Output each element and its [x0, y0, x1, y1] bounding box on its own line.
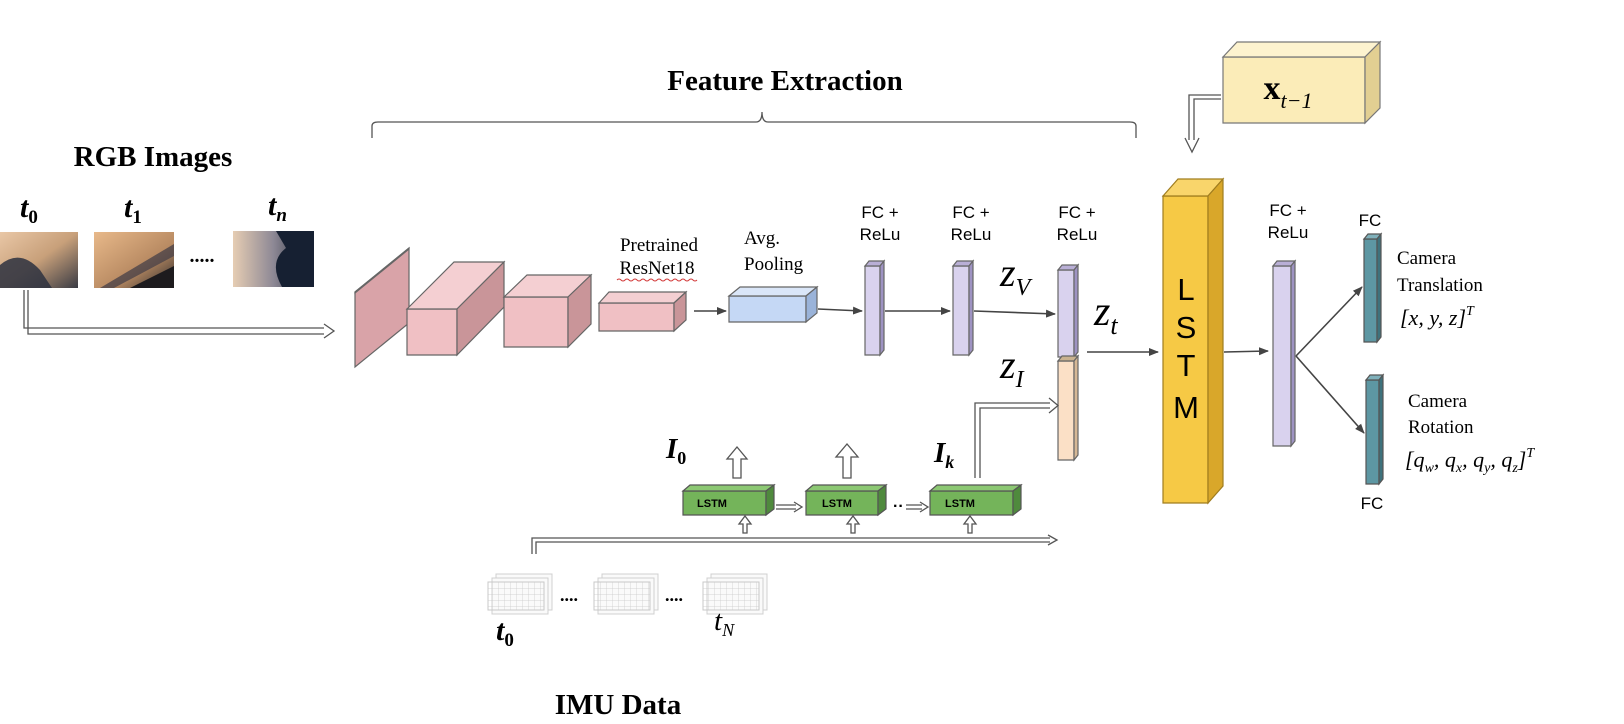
fc1-label-line2: ReLu	[860, 225, 901, 244]
resnet-block	[597, 290, 688, 333]
fc-layer-4	[1271, 259, 1297, 448]
rotation-vector: [qw, qx, qy, qz]T	[1405, 446, 1535, 476]
avg-pooling-block	[727, 285, 819, 324]
tn-subscript: n	[276, 205, 287, 226]
I0-symbol: I0	[665, 433, 686, 468]
rgb-image-frame-0	[0, 232, 78, 288]
fc-layer-3	[1056, 263, 1080, 359]
imu-t0-label: t0	[496, 614, 514, 651]
fc4-label-line1: FC +	[1269, 201, 1306, 220]
pool-label-line2: Pooling	[744, 254, 804, 275]
imu-lstm-link-0	[776, 501, 804, 513]
feature-extraction-brace	[371, 111, 1137, 138]
rotation-label-line2: Rotation	[1408, 417, 1474, 438]
pool-to-fc1-arrow	[817, 306, 863, 315]
t0-subscript: 0	[28, 207, 38, 228]
translation-label-line2: Translation	[1397, 275, 1483, 296]
t1-label: t	[124, 191, 134, 224]
imu-data-grid-0	[487, 573, 553, 615]
translation-vector: [x, y, z]T	[1400, 304, 1475, 330]
fc2-to-fc3-arrow	[973, 309, 1056, 318]
resnet-label-line1: Pretrained	[620, 235, 699, 256]
lstm-to-fc-arrow	[1223, 347, 1269, 356]
imu-lstm-label-k: LSTM	[945, 498, 975, 510]
imu-input-arrow-k	[962, 514, 978, 534]
previous-state-symbol: xt−1	[1264, 70, 1313, 113]
main-lstm-letter-l: L	[1177, 272, 1194, 307]
state-to-lstm-arrow	[1184, 94, 1221, 154]
main-lstm-letter-s: S	[1176, 310, 1197, 345]
imu-input-line	[531, 534, 1059, 554]
fc2-label-line1: FC +	[952, 203, 989, 222]
zt-symbol: zt	[1093, 289, 1118, 340]
rotation-fc-label: FC	[1361, 494, 1384, 513]
cnn-block-1	[354, 246, 410, 369]
imu-dots-0: ....	[560, 585, 578, 605]
imu-output-arrow-1	[834, 442, 860, 479]
main-lstm-letter-t: T	[1177, 348, 1196, 383]
translation-fc-label: FC	[1359, 211, 1382, 230]
fc1-label-line1: FC +	[861, 203, 898, 222]
imu-lstm-link-1	[906, 501, 930, 513]
rgb-image-frame-n	[233, 231, 314, 287]
imu-lstm-cell-0	[681, 483, 776, 517]
t1-subscript: 1	[132, 207, 142, 228]
imu-input-arrow-0	[737, 514, 753, 534]
imu-dots-1: ....	[665, 585, 683, 605]
tn-label: t	[268, 189, 278, 222]
cnn-block-2	[405, 260, 506, 357]
imu-data-grid-n	[702, 573, 768, 615]
rgb-time-labels: t0 t1 tn	[20, 189, 287, 228]
imu-data-grid-1	[593, 573, 659, 615]
previous-state-box	[1221, 40, 1382, 125]
rgb-ellipsis: .....	[190, 245, 215, 267]
rgb-images-heading: RGB Images	[74, 141, 233, 173]
svg-text:t0: t0	[20, 191, 38, 228]
imu-output-arrow-0	[725, 445, 749, 479]
main-lstm-label: L S T M	[1173, 272, 1199, 425]
rgb-image-frame-1	[94, 232, 174, 288]
zI-symbol: zI	[999, 342, 1025, 393]
imu-lstm-dots: ··	[893, 498, 904, 515]
feature-extraction-heading: Feature Extraction	[667, 65, 902, 97]
fc3-label-line1: FC +	[1058, 203, 1095, 222]
fc2-label-line2: ReLu	[951, 225, 992, 244]
fc-layer-2	[951, 259, 975, 357]
Ik-symbol: Ik	[933, 437, 954, 472]
zV-symbol: zV	[999, 250, 1033, 301]
t0-label: t	[20, 191, 30, 224]
imu-lstm-label-1: LSTM	[822, 498, 852, 510]
fc-layer-1	[863, 259, 886, 357]
main-lstm-letter-m: M	[1173, 390, 1199, 425]
translation-fc-layer	[1362, 232, 1383, 344]
pool-label-line1: Avg.	[744, 228, 780, 249]
rotation-fc-layer	[1364, 373, 1385, 486]
fc-to-translation-arrow	[1295, 286, 1363, 357]
imu-data-heading: IMU Data	[555, 689, 682, 721]
imu-feature-layer	[1056, 354, 1080, 462]
rotation-label-line1: Camera	[1408, 391, 1468, 412]
svg-text:t1: t1	[124, 191, 142, 228]
resnet-spellcheck-underline	[616, 278, 698, 282]
rgb-input-arrow	[23, 290, 336, 339]
svg-text:tn: tn	[268, 189, 287, 226]
fc-to-rotation-arrow	[1295, 355, 1365, 434]
imu-lstm-cell-1	[804, 483, 888, 517]
fc4-label-line2: ReLu	[1268, 223, 1309, 242]
imu-lstm-label-0: LSTM	[697, 498, 727, 510]
translation-label-line1: Camera	[1397, 248, 1457, 269]
imu-lstm-cell-k	[928, 483, 1023, 517]
imu-tN-label: tN	[714, 605, 735, 640]
imu-input-arrow-1	[845, 514, 861, 534]
cnn-block-3	[502, 273, 593, 349]
resnet-label-line2: ResNet18	[620, 258, 695, 279]
main-lstm-block	[1161, 177, 1225, 505]
fc3-label-line2: ReLu	[1057, 225, 1098, 244]
ik-to-feature-arrow	[974, 397, 1060, 478]
